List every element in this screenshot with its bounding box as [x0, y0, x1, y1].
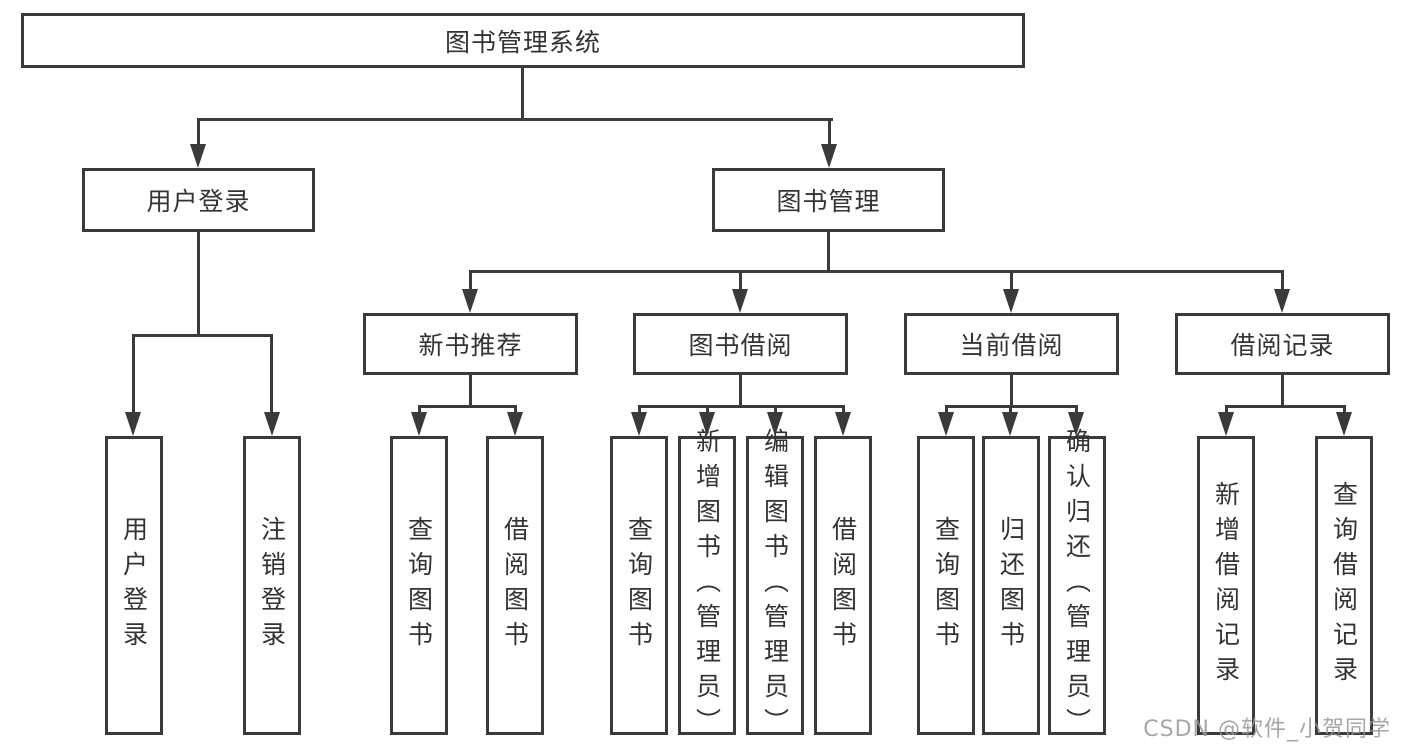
leaf-add-borrow-record: 新增借阅记录: [1197, 436, 1255, 735]
arrowhead: [1274, 289, 1290, 313]
node-new-book-recommend-label: 新书推荐: [418, 331, 523, 360]
leaf-add-books-admin: 新增图书（管理员）: [678, 428, 736, 743]
arrowhead: [1068, 412, 1084, 436]
arrowhead: [411, 412, 427, 436]
arrowhead: [767, 412, 783, 436]
leaf-return-books: 归还图书: [982, 436, 1040, 735]
leaf-edit-books-admin: 编辑图书（管理员）: [746, 428, 804, 743]
leaf-borrow-books-recommend-label: 借阅图书: [500, 515, 530, 656]
connector-currentborrow-stem: [1010, 375, 1013, 407]
node-borrow-record: 借阅记录: [1175, 313, 1390, 375]
leaf-borrow-books-label: 借阅图书: [828, 515, 858, 656]
arrowhead: [190, 144, 206, 168]
leaf-borrow-books: 借阅图书: [814, 436, 872, 735]
leaf-query-books-current-label: 查询图书: [931, 515, 961, 656]
connector-level3-drop: [469, 270, 472, 291]
arrowhead: [462, 289, 478, 313]
connector-root-rail: [197, 118, 833, 121]
node-book-borrow-label: 图书借阅: [688, 331, 793, 360]
connector-root-stem: [521, 68, 524, 120]
leaf-logout-label: 注销登录: [257, 515, 287, 656]
connector-leaf-drop: [270, 334, 273, 414]
connector-leaf-drop: [418, 405, 421, 416]
leaf-add-books-admin-label: 新增图书（管理员）: [692, 428, 722, 743]
leaf-query-borrow-record: 查询借阅记录: [1315, 436, 1373, 735]
node-current-borrow: 当前借阅: [904, 313, 1119, 375]
node-book-management-label: 图书管理: [776, 187, 881, 216]
csdn-watermark: CSDN @软件_小贺同学: [1143, 717, 1391, 742]
connector-leaf-drop: [1009, 405, 1012, 416]
arrowhead: [821, 144, 837, 168]
connector-userlogin-stem: [197, 232, 200, 336]
leaf-add-borrow-record-label: 新增借阅记录: [1211, 480, 1241, 691]
node-book-management: 图书管理: [712, 168, 945, 232]
node-root: 图书管理系统: [21, 13, 1025, 68]
leaf-query-books-current: 查询图书: [917, 436, 975, 735]
arrowhead: [1218, 412, 1234, 436]
arrowhead: [631, 412, 647, 436]
arrowhead: [1336, 412, 1352, 436]
arrowhead: [507, 412, 523, 436]
leaf-query-books-recommend-label: 查询图书: [404, 515, 434, 656]
node-current-borrow-label: 当前借阅: [959, 331, 1064, 360]
leaf-query-books-recommend: 查询图书: [390, 436, 448, 735]
connector-borrowrecord-rail: [1225, 405, 1345, 408]
connector-userlogin-rail: [132, 334, 273, 337]
arrowhead: [125, 412, 141, 436]
arrowhead: [732, 289, 748, 313]
connector-newbook-rail: [418, 405, 516, 408]
connector-leaf-drop: [1343, 405, 1346, 416]
connector-bookborrow-stem: [739, 375, 742, 407]
connector-borrowrecord-stem: [1281, 375, 1284, 407]
node-user-login: 用户登录: [82, 168, 315, 232]
connector-leaf-drop: [638, 405, 641, 416]
arrowhead: [699, 412, 715, 436]
arrowhead: [938, 412, 954, 436]
leaf-query-borrow-record-label: 查询借阅记录: [1329, 480, 1359, 691]
arrowhead: [835, 412, 851, 436]
node-book-borrow: 图书借阅: [633, 313, 848, 375]
connector-userlogin-drop: [197, 118, 200, 148]
connector-leaf-drop: [514, 405, 517, 416]
leaf-user-login-label: 用户登录: [119, 515, 149, 656]
connector-level3-drop: [1010, 270, 1013, 291]
connector-leaf-drop: [774, 405, 777, 416]
connector-newbook-stem: [469, 375, 472, 407]
arrowhead: [264, 412, 280, 436]
connector-leaf-drop: [1075, 405, 1078, 416]
connector-leaf-drop: [842, 405, 845, 416]
connector-leaf-drop: [132, 334, 135, 414]
connector-leaf-drop: [706, 405, 709, 416]
node-borrow-record-label: 借阅记录: [1230, 331, 1335, 360]
arrowhead: [1003, 289, 1019, 313]
leaf-query-books-borrow: 查询图书: [610, 436, 668, 735]
connector-level3-drop: [1281, 270, 1284, 291]
connector-bookmgmt-rail: [469, 270, 1283, 273]
leaf-logout: 注销登录: [243, 436, 301, 735]
connector-bookmgmt-stem: [827, 232, 830, 272]
leaf-confirm-return-admin-label: 确认归还（管理员）: [1062, 428, 1092, 743]
leaf-borrow-books-recommend: 借阅图书: [486, 436, 544, 735]
leaf-edit-books-admin-label: 编辑图书（管理员）: [760, 428, 790, 743]
connector-bookborrow-rail: [638, 405, 845, 408]
connector-bookmgmt-drop: [828, 118, 831, 148]
connector-leaf-drop: [945, 405, 948, 416]
connector-level3-drop: [739, 270, 742, 291]
connector-leaf-drop: [1225, 405, 1228, 416]
leaf-return-books-label: 归还图书: [996, 515, 1026, 656]
leaf-query-books-borrow-label: 查询图书: [624, 515, 654, 656]
node-user-login-label: 用户登录: [146, 187, 251, 216]
node-new-book-recommend: 新书推荐: [363, 313, 578, 375]
leaf-user-login: 用户登录: [105, 436, 163, 735]
arrowhead: [1002, 412, 1018, 436]
leaf-confirm-return-admin: 确认归还（管理员）: [1048, 428, 1106, 743]
node-root-label: 图书管理系统: [444, 27, 601, 57]
